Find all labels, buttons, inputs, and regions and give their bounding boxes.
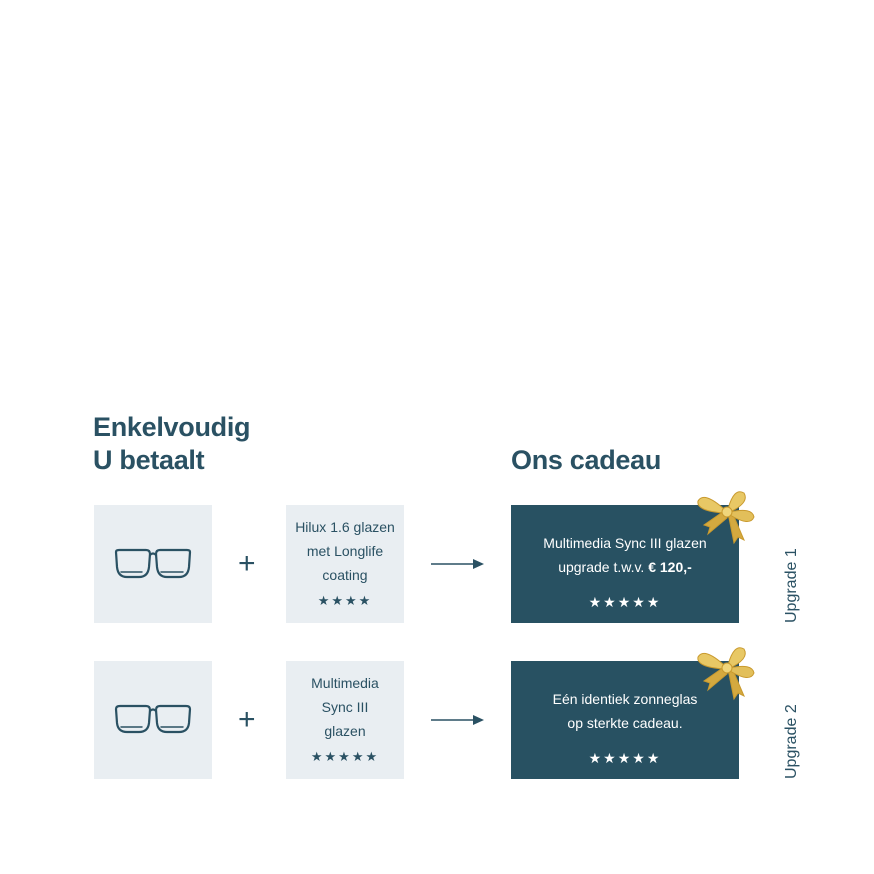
heading-ons-cadeau: Ons cadeau [511, 445, 662, 475]
lens-card-1: Hilux 1.6 glazen met Longlife coating ★★… [286, 505, 404, 623]
glasses-icon [114, 704, 192, 734]
gift-bow-icon [697, 491, 755, 545]
gift-card-1: Multimedia Sync III glazen upgrade t.w.v… [511, 505, 739, 623]
lens-line: Multimedia [311, 675, 379, 691]
frame-card-2 [94, 661, 212, 779]
star-rating: ★★★★★ [588, 594, 662, 610]
plus-icon: + [238, 703, 256, 736]
lens-line: Sync III [321, 699, 369, 715]
glasses-icon [114, 548, 192, 579]
gift-line: upgrade t.w.v. € 120,- [511, 555, 739, 579]
lens-line: Hilux 1.6 glazen [295, 519, 395, 535]
arrow-right-icon [431, 559, 484, 569]
star-rating: ★★★★ [317, 593, 373, 608]
star-rating: ★★★★★ [310, 749, 380, 764]
heading-enkelvoudig: Enkelvoudig [93, 412, 251, 442]
gift-line: Eén identiek zonneglas [552, 691, 698, 707]
star-rating: ★★★★★ [588, 750, 662, 766]
lens-line: met Longlife [306, 543, 384, 559]
frame-card-1 [94, 505, 212, 623]
lens-card-2: Multimedia Sync III glazen ★★★★★ [286, 661, 404, 779]
gift-bow-icon [697, 647, 755, 701]
heading-u-betaalt: U betaalt [93, 445, 205, 475]
gift-line: op sterkte cadeau. [567, 715, 683, 731]
plus-icon: + [238, 547, 256, 580]
gift-line-prefix: upgrade t.w.v. [558, 559, 649, 575]
gift-price: € 120,- [648, 559, 692, 575]
lens-line: coating [322, 567, 368, 583]
gift-line: Multimedia Sync III glazen [543, 535, 707, 551]
upgrade-label-1: Upgrade 1 [783, 548, 800, 623]
upgrade-label-2: Upgrade 2 [783, 704, 800, 779]
arrow-right-icon [431, 715, 484, 725]
lens-line: glazen [324, 723, 366, 739]
gift-card-2: Eén identiek zonneglas op sterkte cadeau… [511, 661, 739, 779]
